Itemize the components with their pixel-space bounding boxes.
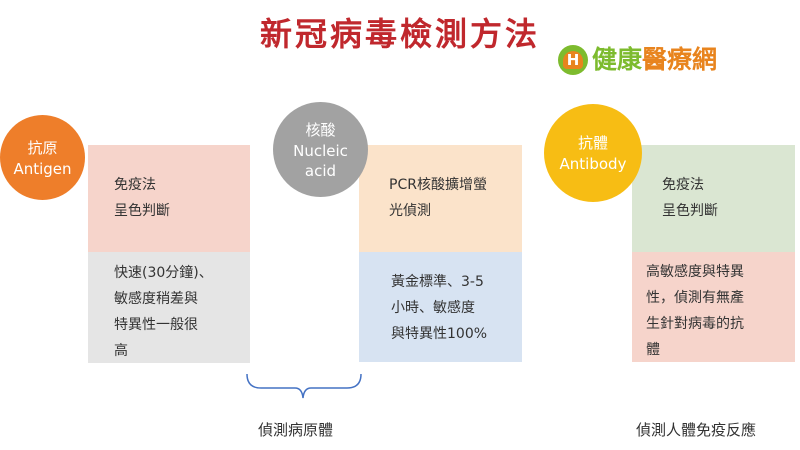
antigen-technique-box: 免疫法 呈色判斷	[88, 145, 250, 252]
antibody-feature-line: 性，偵測有無產	[646, 290, 744, 306]
nucleic-circle-en-line1: Nucleic	[293, 141, 348, 160]
antigen-circle: 抗原 Antigen	[0, 115, 85, 200]
nucleic-technique-box: PCR核酸擴增螢 光偵測	[359, 145, 522, 252]
caption-detect-immune-response: 偵測人體免疫反應	[636, 421, 757, 439]
antibody-circle-zh: 抗體	[577, 134, 608, 152]
antigen-features-box: 快速(30分鐘)、 敏感度稍差與 特異性一般很 高	[88, 252, 250, 363]
nucleic-technique-line: PCR核酸擴增螢	[389, 177, 487, 193]
antigen-feature-line: 敏感度稍差與	[114, 291, 198, 307]
logo-text: 健康醫療網	[592, 42, 717, 78]
antibody-feature-line: 高敏感度與特異	[646, 264, 744, 280]
logo-text-part1: 健康	[592, 45, 643, 74]
nucleic-features-box: 黃金標準、3-5 小時、敏感度 與特異性100%	[359, 252, 522, 362]
nucleic-feature-line: 與特異性100%	[391, 326, 488, 342]
antibody-technique-line: 呈色判斷	[662, 203, 718, 219]
antibody-feature-line: 生針對病毒的抗	[646, 316, 744, 332]
antigen-technique-line: 呈色判斷	[114, 203, 170, 219]
antibody-features-box: 高敏感度與特異 性，偵測有無產 生針對病毒的抗 體	[632, 252, 795, 362]
antibody-circle-en: Antibody	[559, 155, 627, 173]
antibody-technique-box: 免疫法 呈色判斷	[632, 145, 795, 252]
nucleic-circle-en-line2: acid	[304, 161, 337, 180]
antigen-feature-line: 特異性一般很	[114, 317, 198, 333]
nucleic-technique-line: 光偵測	[389, 203, 431, 219]
antigen-technique-line: 免疫法	[114, 177, 156, 193]
antigen-circle-zh: 抗原	[27, 138, 58, 157]
nucleic-acid-circle: 核酸 Nucleic acid	[273, 102, 368, 197]
antibody-feature-line: 體	[646, 342, 660, 358]
brand-logo: H 健康醫療網	[558, 42, 717, 78]
bracket-connector	[246, 373, 362, 399]
antigen-feature-line: 快速(30分鐘)、	[114, 265, 213, 281]
page-title: 新冠病毒檢測方法	[259, 15, 540, 53]
caption-detect-pathogen: 偵測病原體	[258, 421, 334, 439]
nucleic-feature-line: 小時、敏感度	[391, 300, 475, 316]
nucleic-feature-line: 黃金標準、3-5	[391, 274, 484, 290]
antibody-circle: 抗體 Antibody	[544, 104, 642, 202]
logo-heart-icon: H	[558, 45, 588, 75]
antibody-technique-line: 免疫法	[662, 177, 704, 193]
antigen-feature-line: 高	[114, 343, 128, 359]
logo-text-part2: 醫療網	[642, 45, 718, 74]
nucleic-circle-zh: 核酸	[305, 120, 336, 139]
logo-mark-letter: H	[566, 51, 580, 69]
antigen-circle-en: Antigen	[13, 159, 72, 178]
